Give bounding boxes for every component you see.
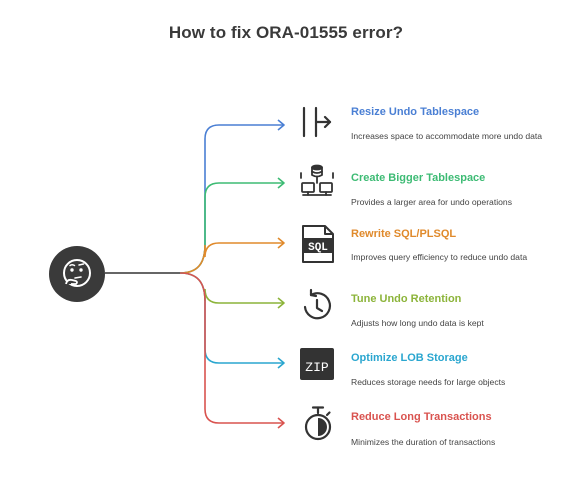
branch-connector [179,272,284,364]
branch-connector [179,124,284,274]
page-title: How to fix ORA-01555 error? [168,23,404,42]
branch-title-long-transactions: Reduce Long Transactions [351,411,492,423]
thinking-face-icon [49,246,105,302]
branch-desc-lob-storage: Reduces storage needs for large objects [351,377,506,387]
branch-connector [179,242,284,274]
branch-arrowhead [277,177,285,189]
sql-file-icon: SQL [302,225,334,263]
zip-file-label: ZIP [305,360,329,375]
branch-title-undo-retention: Tune Undo Retention [351,293,462,305]
sql-file-label: SQL [308,242,328,254]
branch-arrowhead [277,119,285,131]
branch-desc-bigger-tablespace: Provides a larger area for undo operatio… [351,197,512,207]
clock-history-icon [303,288,332,320]
branch-desc-resize-undo: Increases space to accommodate more undo… [351,131,543,141]
database-network-icon [300,164,334,196]
branch-desc-undo-retention: Adjusts how long undo data is kept [351,318,484,328]
branch-title-rewrite-sql: Rewrite SQL/PLSQL [351,228,457,240]
branch-arrowhead [277,417,285,429]
branch-connector [179,272,284,424]
resize-columns-icon [302,106,332,138]
stopwatch-icon [304,406,332,441]
branch-arrowhead [277,297,285,309]
branch-desc-long-transactions: Minimizes the duration of transactions [351,437,496,447]
branch-connector [179,182,284,274]
branch-title-resize-undo: Resize Undo Tablespace [351,106,480,118]
branch-desc-rewrite-sql: Improves query efficiency to reduce undo… [351,252,528,262]
branch-title-lob-storage: Optimize LOB Storage [351,352,468,364]
zip-file-icon: ZIP [300,348,334,380]
branch-title-bigger-tablespace: Create Bigger Tablespace [351,172,486,184]
branch-arrowhead [277,237,285,249]
branch-arrowhead [277,357,285,369]
